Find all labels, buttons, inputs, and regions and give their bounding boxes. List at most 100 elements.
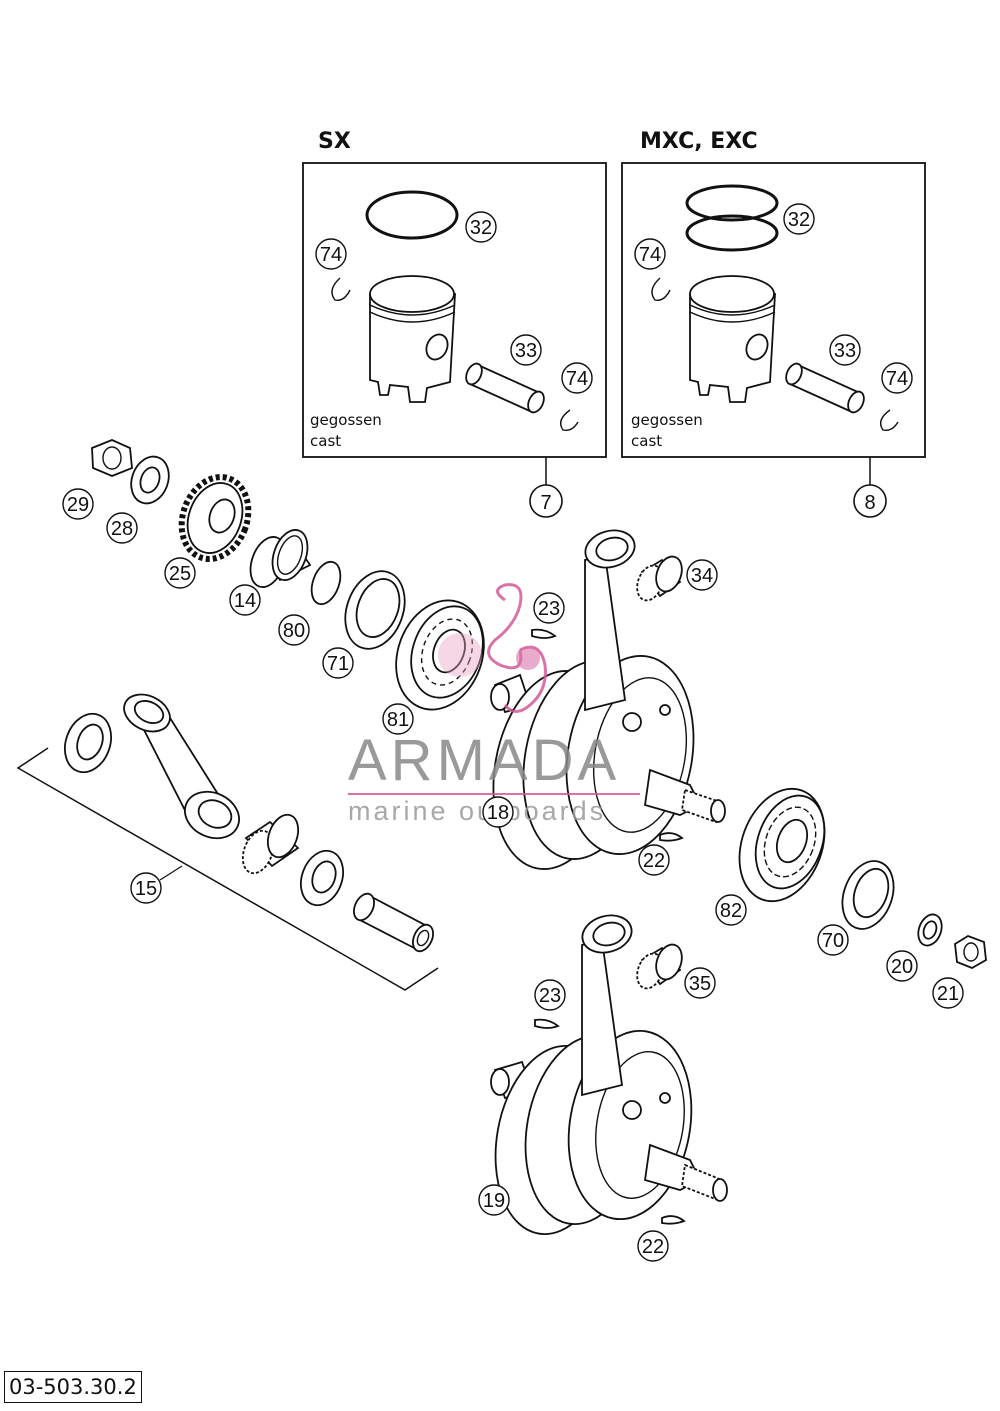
shaft-seal (344, 570, 406, 650)
connecting-rod (123, 693, 240, 840)
svg-text:35: 35 (689, 973, 711, 995)
svg-text:81: 81 (387, 709, 409, 731)
svg-text:23: 23 (538, 598, 560, 620)
piston (689, 275, 776, 403)
callout: 18 (482, 796, 514, 828)
callout: 23 (534, 979, 566, 1011)
crank-pin (353, 892, 434, 953)
woodruff-key (531, 628, 557, 639)
callout: 80 (278, 614, 310, 646)
svg-text:70: 70 (822, 930, 844, 952)
svg-text:74: 74 (566, 368, 588, 390)
circlip (651, 277, 671, 301)
callout: 33 (829, 334, 861, 366)
piston-ring (685, 214, 779, 252)
o-ring (310, 560, 342, 606)
svg-text:28: 28 (111, 518, 133, 540)
watermark-tagline: marine outboards (348, 796, 606, 826)
primary-gear (178, 474, 252, 562)
ball-bearing (395, 599, 485, 711)
callout: 82 (715, 894, 747, 926)
callout: 33 (510, 334, 542, 366)
kit-mxc-title: MXC, EXC (640, 129, 758, 154)
callout: 74 (634, 238, 666, 270)
svg-text:32: 32 (470, 217, 492, 239)
kit-sx-note-1: gegossen (310, 411, 382, 429)
connecting-rod-kit (16, 693, 439, 991)
needle-bearing (241, 813, 300, 875)
kit-sx-title: SX (318, 129, 351, 154)
hex-nut (91, 439, 133, 477)
callout: 15 (130, 872, 162, 904)
svg-text:14: 14 (234, 590, 256, 612)
svg-text:18: 18 (487, 802, 509, 824)
svg-text:29: 29 (67, 494, 89, 516)
watermark-logo-icon (438, 583, 547, 713)
crankshaft-assembly-alt (490, 914, 728, 1235)
piston-ring (685, 184, 779, 222)
callout: 74 (561, 362, 593, 394)
svg-text:74: 74 (639, 244, 661, 266)
callout: 19 (478, 1184, 510, 1216)
thrust-washer (64, 712, 112, 774)
svg-text:74: 74 (320, 244, 342, 266)
callout: 70 (817, 924, 849, 956)
callout-kit-7: 7 (529, 484, 563, 518)
roller-bearing (738, 787, 826, 903)
callout: 81 (382, 703, 414, 735)
svg-text:21: 21 (937, 983, 959, 1005)
callout: 14 (229, 584, 261, 616)
svg-text:34: 34 (691, 565, 713, 587)
washer (917, 913, 943, 947)
svg-text:74: 74 (886, 368, 908, 390)
callout: 22 (637, 1230, 669, 1262)
callout: 20 (886, 950, 918, 982)
svg-text:15: 15 (135, 878, 157, 900)
piston-ring (365, 190, 459, 240)
callout: 34 (686, 559, 718, 591)
watermark-brand: ARMADA (348, 728, 620, 793)
callout: 71 (322, 647, 354, 679)
document-code: 03-503.30.2 (4, 1371, 142, 1403)
svg-text:32: 32 (788, 209, 810, 231)
woodruff-key (661, 1215, 686, 1225)
callout: 32 (783, 203, 815, 235)
circlip (880, 409, 899, 432)
svg-text:82: 82 (720, 900, 742, 922)
callout: 74 (315, 238, 347, 270)
needle-bearing (636, 555, 683, 602)
circlip (560, 409, 579, 432)
piston (369, 275, 456, 403)
svg-text:80: 80 (283, 620, 305, 642)
svg-text:7: 7 (540, 492, 551, 514)
svg-text:20: 20 (891, 956, 913, 978)
svg-text:22: 22 (643, 850, 665, 872)
svg-text:25: 25 (169, 563, 191, 585)
svg-text:33: 33 (834, 340, 856, 362)
callout: 74 (881, 362, 913, 394)
svg-text:71: 71 (327, 653, 349, 675)
callouts: 32 74 33 74 32 74 33 74 29 28 25 14 80 7… (62, 203, 964, 1262)
svg-text:23: 23 (539, 985, 561, 1007)
callout: 32 (465, 211, 497, 243)
spacer-sleeve (249, 529, 312, 588)
washer (130, 455, 170, 505)
piston-kit-sx: SX gegossen cast (302, 129, 607, 485)
callout: 25 (164, 557, 196, 589)
flange-nut (954, 935, 987, 969)
crankshaft-assembly (490, 529, 726, 870)
needle-bearing (636, 943, 683, 990)
piston-pin (465, 362, 545, 414)
svg-text:22: 22 (642, 1236, 664, 1258)
callout: 29 (62, 488, 94, 520)
kit-sx-note-2: cast (310, 432, 341, 450)
callout: 22 (638, 844, 670, 876)
woodruff-key (534, 1018, 560, 1029)
kit-mxc-note-1: gegossen (631, 411, 703, 429)
callout-kit-8: 8 (853, 484, 887, 518)
callout: 21 (932, 977, 964, 1009)
svg-text:33: 33 (515, 340, 537, 362)
shaft-seal (841, 860, 895, 930)
circlip (331, 277, 351, 301)
